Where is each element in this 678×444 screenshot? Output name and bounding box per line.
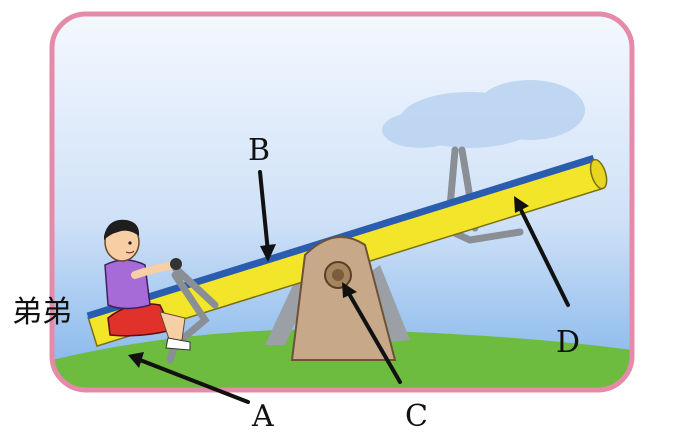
- arrow-c: [346, 290, 402, 384]
- left-handle: [166, 261, 219, 364]
- label-a: A: [251, 399, 274, 434]
- cloud: [382, 80, 585, 148]
- arrow-d: [518, 206, 570, 307]
- arrow-a: [138, 358, 250, 404]
- label-arrows: [128, 170, 570, 404]
- child-figure: [104, 219, 191, 351]
- label-d: D: [556, 325, 580, 360]
- label-c: C: [405, 399, 428, 434]
- label-child: 弟弟: [12, 295, 72, 330]
- label-b: B: [248, 133, 270, 168]
- frame-border: [49, 11, 635, 393]
- arrow-b: [258, 170, 270, 254]
